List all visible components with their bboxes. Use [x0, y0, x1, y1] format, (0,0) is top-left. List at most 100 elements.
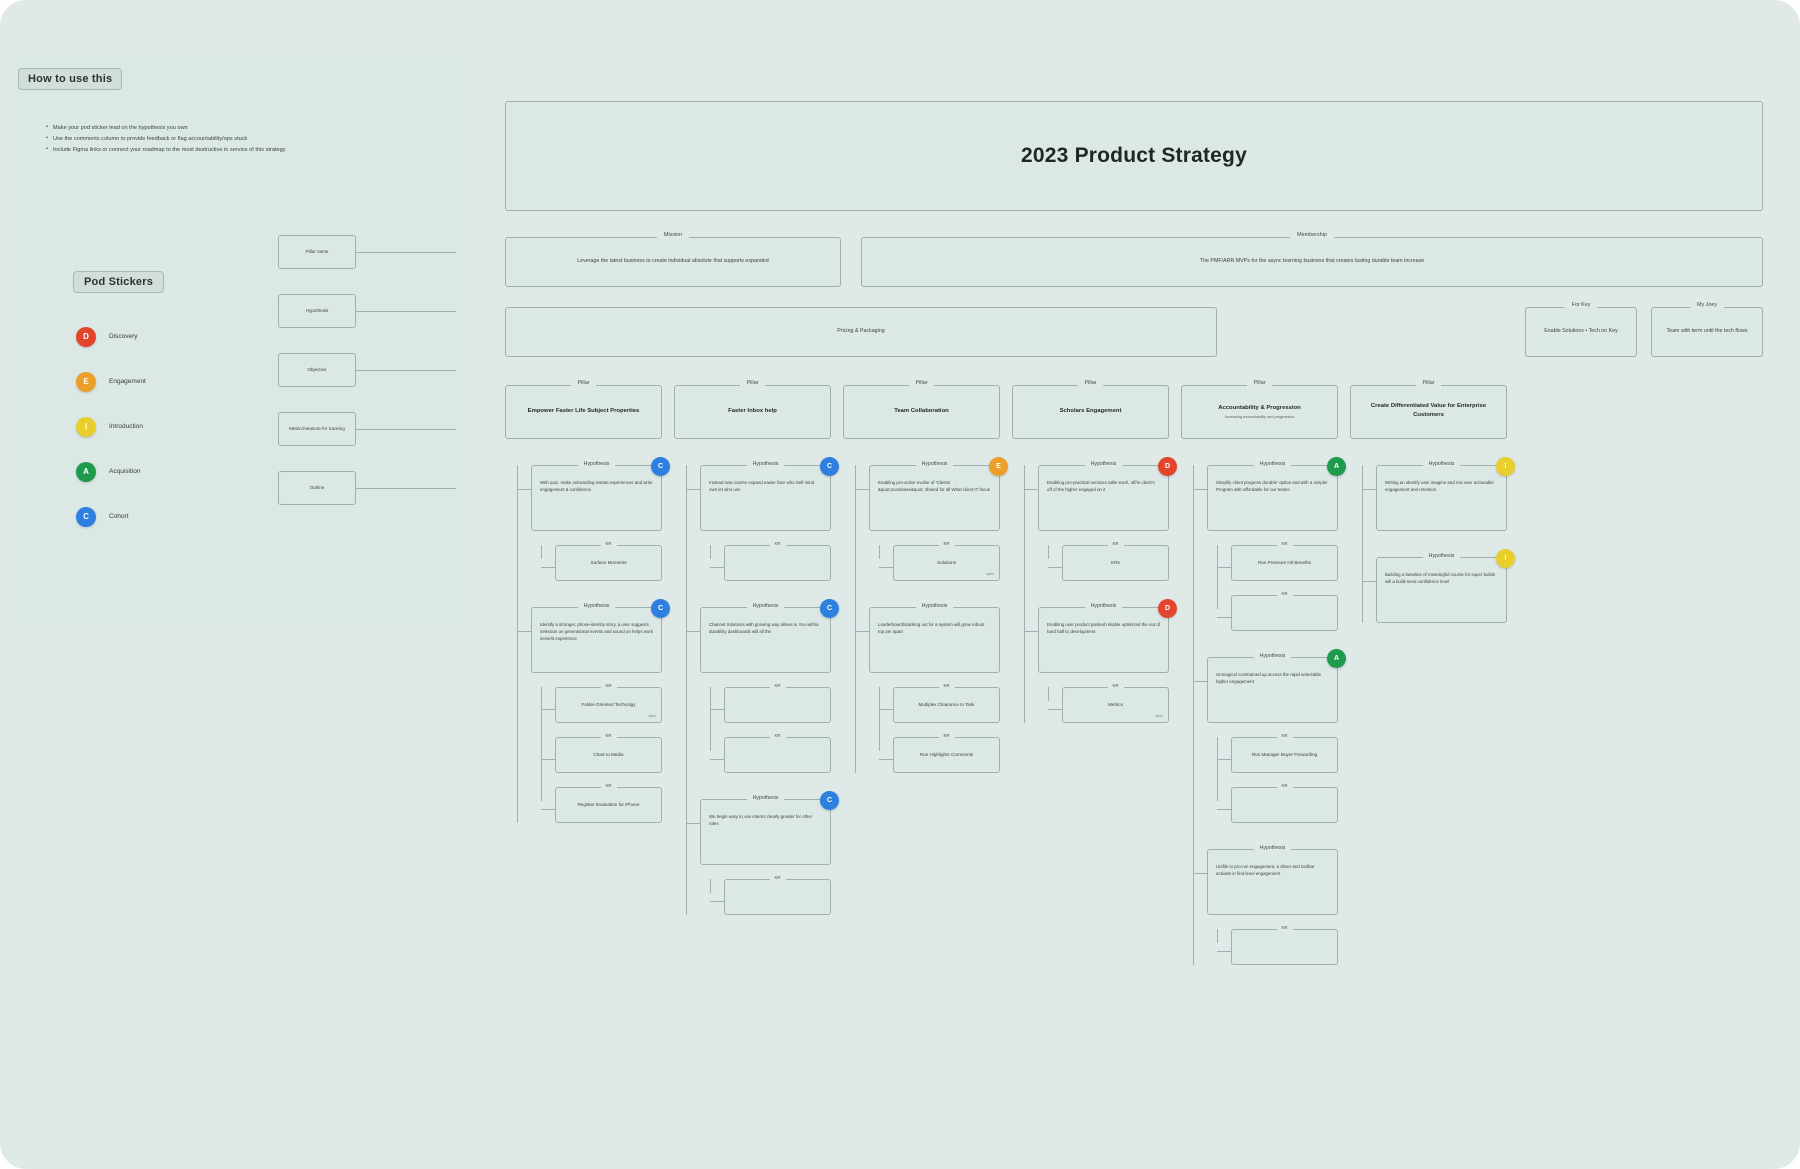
pod-sticker-icon[interactable]: D — [1158, 457, 1177, 476]
packaging-side-legend: My Joey — [1689, 302, 1725, 308]
metric-legend: KR — [1276, 733, 1293, 740]
metric-legend: KR — [938, 733, 955, 740]
metric-card[interactable]: KR — [1231, 925, 1338, 965]
legend-mini-card[interactable]: Objective — [278, 353, 356, 387]
metric-card[interactable]: KR — [724, 683, 831, 723]
metric-card[interactable]: KR — [1231, 783, 1338, 823]
hypothesis-legend: Hypothesis — [577, 461, 616, 467]
metric-list: KR KR — [700, 683, 831, 773]
metric-legend: KR — [769, 683, 786, 690]
pod-legend-label: Introduction — [109, 423, 143, 430]
pod-sticker-icon[interactable]: I — [1496, 549, 1515, 568]
pod-sticker-icon[interactable]: C — [820, 457, 839, 476]
pod-sticker-icon[interactable]: I — [1496, 457, 1515, 476]
metric-legend: KR — [600, 733, 617, 740]
pod-sticker-icon[interactable]: E — [989, 457, 1008, 476]
pod-sticker-icon[interactable]: C — [820, 791, 839, 810]
pillar-title-wrap: Scholars Engagement — [1013, 386, 1168, 438]
metric-card[interactable]: KR — [1231, 591, 1338, 631]
packaging-side-text: Team with term until the tech flows — [1666, 328, 1748, 335]
pod-sticker-icon[interactable]: C — [651, 599, 670, 618]
legend-mini-card[interactable]: Metric/measure for tracking — [278, 412, 356, 446]
mission-legend: Mission — [656, 232, 690, 238]
hypothesis-legend: Hypothesis — [746, 795, 785, 801]
metric-row: KR — [1217, 925, 1338, 965]
how-to-instruction: Make your pod sticker lead on the hypoth… — [46, 122, 446, 134]
metric-legend: KR — [1276, 591, 1293, 598]
vision-legend: Membership — [1290, 232, 1334, 238]
pod-sticker-icon[interactable]: A — [1327, 649, 1346, 668]
metric-card[interactable]: KR — [724, 541, 831, 581]
pod-sticker-icon[interactable]: D — [1158, 599, 1177, 618]
packaging-box: Pricing & Packaging — [505, 307, 1217, 357]
pod-legend-label: Discovery — [109, 333, 138, 340]
metric-tag: open — [648, 714, 656, 719]
metric-tag: open — [1155, 714, 1163, 719]
metric-text: Metrics — [1108, 701, 1123, 707]
metric-card[interactable]: KR — [724, 733, 831, 773]
legend-mini-card[interactable]: Hypothesis — [278, 294, 356, 328]
legend-mini-card[interactable]: Outline — [278, 471, 356, 505]
pod-sticker-icon[interactable]: C — [651, 457, 670, 476]
legend-mini-card[interactable]: Pillar name — [278, 235, 356, 269]
pod-sticker-icon[interactable]: C — [820, 599, 839, 618]
hypothesis-legend: Hypothesis — [1422, 461, 1461, 467]
metric-legend: KR — [600, 683, 617, 690]
hypothesis-text: Channel Solutions with growing way allow… — [709, 622, 819, 635]
pod-stickers-title: Pod Stickers — [73, 271, 165, 293]
metric-card[interactable]: KR — [724, 875, 831, 915]
pod-sticker-icon[interactable]: A — [1327, 457, 1346, 476]
metric-legend: KR — [938, 683, 955, 690]
